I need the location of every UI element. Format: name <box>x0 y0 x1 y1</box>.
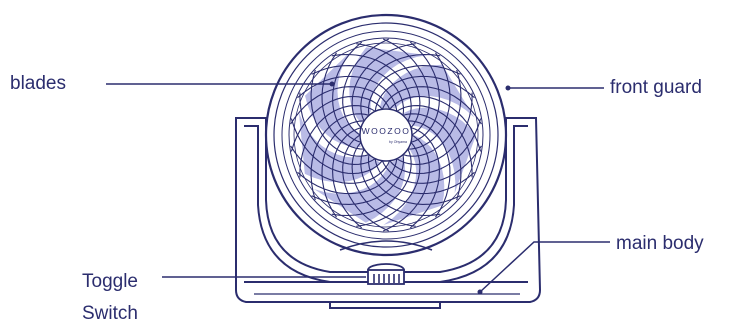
guard-spiral <box>396 92 473 165</box>
guard-spiral <box>321 52 365 150</box>
blade <box>379 64 475 118</box>
brand-sub: by Ohyama <box>389 140 407 144</box>
label-toggle-switch: Toggle Switch <box>82 266 138 325</box>
guard-spiral <box>311 65 405 116</box>
guard-spiral <box>389 95 482 152</box>
label-blades: blades <box>10 73 66 94</box>
guard-spiral <box>290 86 391 125</box>
guard-spiral <box>331 53 412 122</box>
toggle-switch[interactable] <box>367 263 405 285</box>
guard-spiral <box>389 118 482 175</box>
body-vent-arc <box>339 240 433 251</box>
label-front-guard: front guard <box>610 77 702 98</box>
guard-spiral <box>351 43 416 129</box>
guard-spiral <box>356 141 421 227</box>
guard-spiral <box>351 141 416 227</box>
guard-spiral <box>367 154 461 205</box>
guard-spiral <box>382 38 430 136</box>
guard-spiral <box>290 118 383 175</box>
guard-spiral <box>331 148 412 217</box>
guard-spiral <box>407 120 451 218</box>
guard-spiral <box>321 120 365 218</box>
guard-spiral <box>310 113 370 201</box>
guard-spiral <box>360 53 441 122</box>
blade <box>383 135 445 225</box>
guard-spiral <box>407 52 451 150</box>
guard-spiral <box>402 113 462 201</box>
guard-spirals <box>290 38 482 232</box>
guard-spiral <box>382 134 430 232</box>
guard-spiral <box>396 105 473 178</box>
guard-spiral <box>381 145 482 184</box>
guard-spiral <box>374 75 475 112</box>
label-main-body: main body <box>616 233 704 254</box>
guard-spiral <box>342 134 390 232</box>
guard-spiral <box>290 95 383 152</box>
guard-spiral <box>332 41 363 143</box>
brand-logo: WOOZOO <box>362 126 411 136</box>
guard-spiral <box>311 154 405 205</box>
guard-spiral <box>332 127 363 229</box>
guard-spiral <box>374 158 475 195</box>
guard-spiral <box>290 145 391 184</box>
label-toggle-line2: Switch <box>82 303 138 324</box>
guard-spiral <box>310 69 370 157</box>
guard-spiral <box>299 92 376 165</box>
guard-spiral <box>360 148 441 217</box>
guard-spiral <box>367 65 461 116</box>
guard-spiral <box>402 69 462 157</box>
guard-spiral <box>297 158 398 195</box>
main-body-leader <box>479 241 610 293</box>
guard-spiral <box>297 75 398 112</box>
leader-lines <box>106 83 610 293</box>
center-hub: WOOZOO by Ohyama <box>359 108 413 162</box>
leader-dots <box>329 81 511 295</box>
guard-spiral <box>342 38 390 136</box>
guard-spiral <box>356 43 421 129</box>
guard-spiral <box>381 86 482 125</box>
guard-spiral <box>409 127 440 229</box>
guard-spiral <box>299 105 376 178</box>
guard-spiral <box>409 41 440 143</box>
label-toggle-line1: Toggle <box>82 271 138 292</box>
